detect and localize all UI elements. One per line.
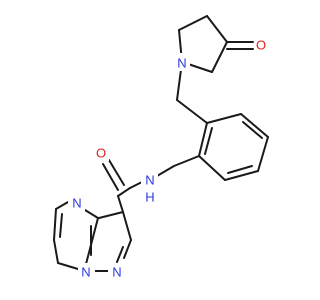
bonds <box>53 15 269 272</box>
bond <box>123 239 132 259</box>
bond <box>116 246 124 263</box>
bond <box>176 99 208 124</box>
bond <box>53 239 59 264</box>
pyrimidine-nitrogen-label: N <box>72 196 81 211</box>
bond <box>198 155 226 181</box>
bond <box>129 181 143 189</box>
amide-nitrogen-label: N <box>145 173 154 188</box>
amide-oxygen-label: O <box>96 146 106 161</box>
structure-canvas: O N N H O N N N <box>53 15 270 281</box>
bond <box>224 170 259 181</box>
bond <box>173 155 200 167</box>
lactam-nitrogen-label: N <box>177 56 186 71</box>
pyrazole-nitrogen-label: N <box>112 265 121 280</box>
bond <box>178 15 208 31</box>
bond <box>117 187 131 197</box>
molecule-diagram: O N N H O N N N <box>53 15 270 281</box>
bond <box>122 211 132 241</box>
oxygen-atom-label: O <box>256 38 266 53</box>
bond <box>117 195 124 213</box>
bond <box>227 165 253 174</box>
bond <box>257 136 269 172</box>
bond <box>59 213 63 238</box>
bond <box>206 113 242 124</box>
amide-hydrogen-label: H <box>145 190 154 205</box>
bond <box>240 113 269 138</box>
bond <box>108 159 125 186</box>
bond <box>198 122 208 157</box>
bond <box>156 165 175 177</box>
bond <box>55 201 69 210</box>
bond <box>53 208 57 241</box>
bond <box>242 121 263 139</box>
bond <box>204 127 213 155</box>
atom-labels: O N N H O N N N <box>68 35 270 281</box>
bond <box>84 209 99 219</box>
bond <box>102 163 119 191</box>
bond <box>211 41 228 73</box>
bond <box>57 262 79 270</box>
bridgehead-nitrogen-label: N <box>81 265 90 280</box>
bond <box>206 15 228 43</box>
bond <box>98 211 124 219</box>
